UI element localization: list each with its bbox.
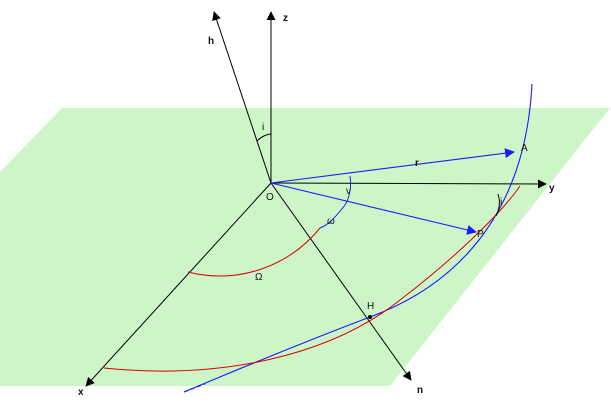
Omega-label: Ω bbox=[255, 272, 263, 283]
h-label: h bbox=[208, 36, 214, 47]
P-label: P bbox=[477, 229, 484, 240]
z-label: z bbox=[283, 13, 288, 24]
H-label: H bbox=[367, 301, 374, 312]
nu-label: ν bbox=[346, 186, 351, 197]
P-vector bbox=[270, 182, 477, 235]
origin-label: O bbox=[266, 192, 274, 203]
inclination-arc-top bbox=[256, 133, 272, 142]
r-label: r bbox=[415, 158, 419, 169]
omega-label: ω bbox=[327, 216, 335, 227]
Omega-arc bbox=[187, 227, 321, 277]
n-label: n bbox=[417, 385, 423, 396]
y-axis bbox=[270, 179, 547, 189]
node-point-H bbox=[368, 315, 372, 319]
inclination-right-label: i bbox=[500, 197, 502, 208]
inclination-top-label: i bbox=[262, 122, 264, 133]
orbit-curve-below-plane bbox=[183, 383, 206, 393]
x-label: x bbox=[78, 387, 84, 398]
nu-arc bbox=[344, 175, 351, 206]
y-label: y bbox=[549, 183, 555, 194]
x-axis bbox=[85, 182, 272, 387]
omega-arc bbox=[319, 204, 346, 229]
A-label: A bbox=[521, 143, 528, 154]
equator-arc bbox=[103, 185, 521, 372]
r-vector bbox=[270, 148, 515, 184]
n-axis bbox=[270, 182, 412, 381]
h-axis bbox=[212, 11, 272, 184]
reference-plane bbox=[0, 108, 610, 386]
inclination-arc-right bbox=[495, 193, 500, 217]
